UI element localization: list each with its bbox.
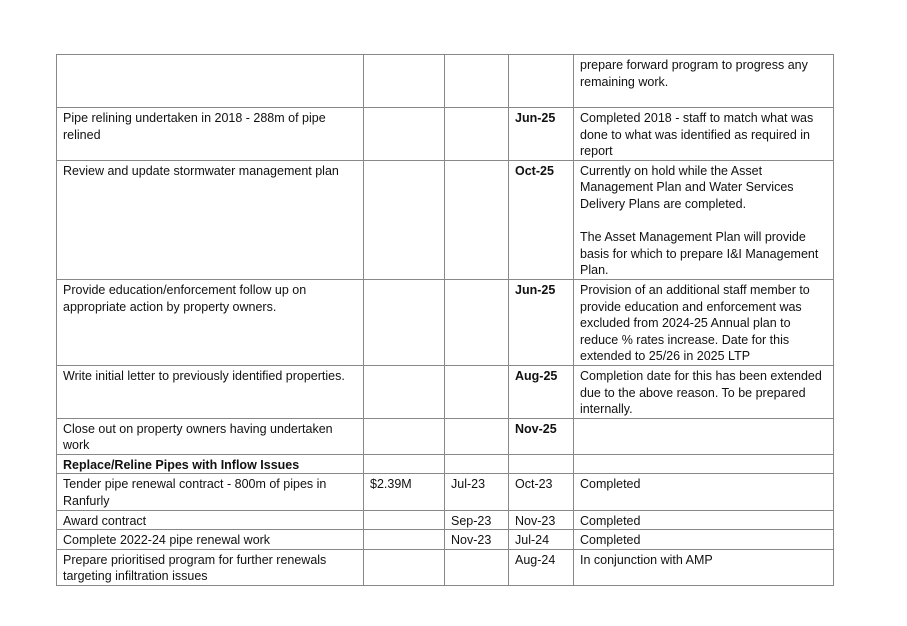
start-cell xyxy=(444,548,509,587)
end-cell: Oct-23 xyxy=(508,473,574,511)
start-cell xyxy=(444,278,509,366)
comment-cell: Completed xyxy=(573,509,834,531)
end-cell: Jun-25 xyxy=(508,278,574,366)
task-cell: Review and update stormwater management … xyxy=(56,159,364,280)
comment-text: Completed 2018 - staff to match what was… xyxy=(580,111,814,159)
comment-cell: Provision of an additional staff member … xyxy=(573,278,834,366)
comment-cell xyxy=(573,417,834,455)
start-cell xyxy=(444,159,509,280)
comment-cell: Completed xyxy=(573,529,834,550)
section-header: Replace/Reline Pipes with Inflow Issues xyxy=(56,453,364,475)
comment-text: Provision of an additional staff member … xyxy=(580,282,810,364)
end-cell: Jul-24 xyxy=(508,529,574,550)
comment-cell: Currently on hold while the Asset Manage… xyxy=(573,159,834,280)
task-cell: Tender pipe renewal contract - 800m of p… xyxy=(56,473,364,511)
task-cell: Complete 2022-24 pipe renewal work xyxy=(56,529,364,550)
budget-cell xyxy=(363,417,445,455)
task-cell: Prepare prioritised program for further … xyxy=(56,548,364,587)
task-cell: Write initial letter to previously ident… xyxy=(56,364,364,419)
start-cell: Jul-23 xyxy=(444,473,509,511)
end-cell: Nov-25 xyxy=(508,417,574,455)
table-row: Award contract Sep-23 Nov-23 Completed xyxy=(56,509,834,531)
task-cell: Provide education/enforcement follow up … xyxy=(56,278,364,366)
budget-cell xyxy=(363,278,445,366)
end-cell xyxy=(508,54,574,108)
start-cell: Sep-23 xyxy=(444,509,509,531)
budget-cell xyxy=(363,548,445,587)
budget-cell xyxy=(363,453,445,475)
task-cell: Pipe relining undertaken in 2018 - 288m … xyxy=(56,107,364,161)
end-cell: Jun-25 xyxy=(508,107,574,161)
budget-cell xyxy=(363,509,445,531)
comment-cell: Completion date for this has been extend… xyxy=(573,364,834,419)
table-row: Pipe relining undertaken in 2018 - 288m … xyxy=(56,107,834,161)
end-cell: Aug-25 xyxy=(508,364,574,419)
budget-cell xyxy=(363,107,445,161)
task-cell xyxy=(56,54,364,108)
budget-cell xyxy=(363,529,445,550)
start-cell xyxy=(444,107,509,161)
task-cell: Award contract xyxy=(56,509,364,531)
start-cell xyxy=(444,364,509,419)
budget-cell xyxy=(363,159,445,280)
task-cell: Close out on property owners having unde… xyxy=(56,417,364,455)
comment-cell: Completed xyxy=(573,473,834,511)
end-cell: Oct-25 xyxy=(508,159,574,280)
table-row: Close out on property owners having unde… xyxy=(56,417,834,455)
start-cell: Nov-23 xyxy=(444,529,509,550)
table-row: Review and update stormwater management … xyxy=(56,159,834,280)
budget-cell: $2.39M xyxy=(363,473,445,511)
budget-cell xyxy=(363,364,445,419)
section-header-row: Replace/Reline Pipes with Inflow Issues xyxy=(56,453,834,475)
table-row: Tender pipe renewal contract - 800m of p… xyxy=(56,473,834,511)
comment-cell xyxy=(573,453,834,475)
table-row: Complete 2022-24 pipe renewal work Nov-2… xyxy=(56,529,834,550)
comment-cell: Completed 2018 - staff to match what was… xyxy=(573,107,834,161)
comment-text: The Asset Management Plan will provide b… xyxy=(580,230,819,278)
start-cell xyxy=(444,417,509,455)
work-program-table: prepare forward program to progress any … xyxy=(56,54,834,587)
comment-text: Completion date for this has been extend… xyxy=(580,368,822,417)
end-cell: Aug-24 xyxy=(508,548,574,587)
comment-cell: prepare forward program to progress any … xyxy=(573,54,834,108)
start-cell xyxy=(444,453,509,475)
table-row: prepare forward program to progress any … xyxy=(56,54,834,108)
end-cell: Nov-23 xyxy=(508,509,574,531)
end-cell xyxy=(508,453,574,475)
comment-text: Currently on hold while the Asset Manage… xyxy=(580,163,794,211)
table-row: Prepare prioritised program for further … xyxy=(56,548,834,587)
table-row: Write initial letter to previously ident… xyxy=(56,364,834,419)
budget-cell xyxy=(363,54,445,108)
table-row: Provide education/enforcement follow up … xyxy=(56,278,834,366)
comment-text: prepare forward program to progress any … xyxy=(580,58,808,89)
start-cell xyxy=(444,54,509,108)
comment-cell: In conjunction with AMP xyxy=(573,548,834,587)
